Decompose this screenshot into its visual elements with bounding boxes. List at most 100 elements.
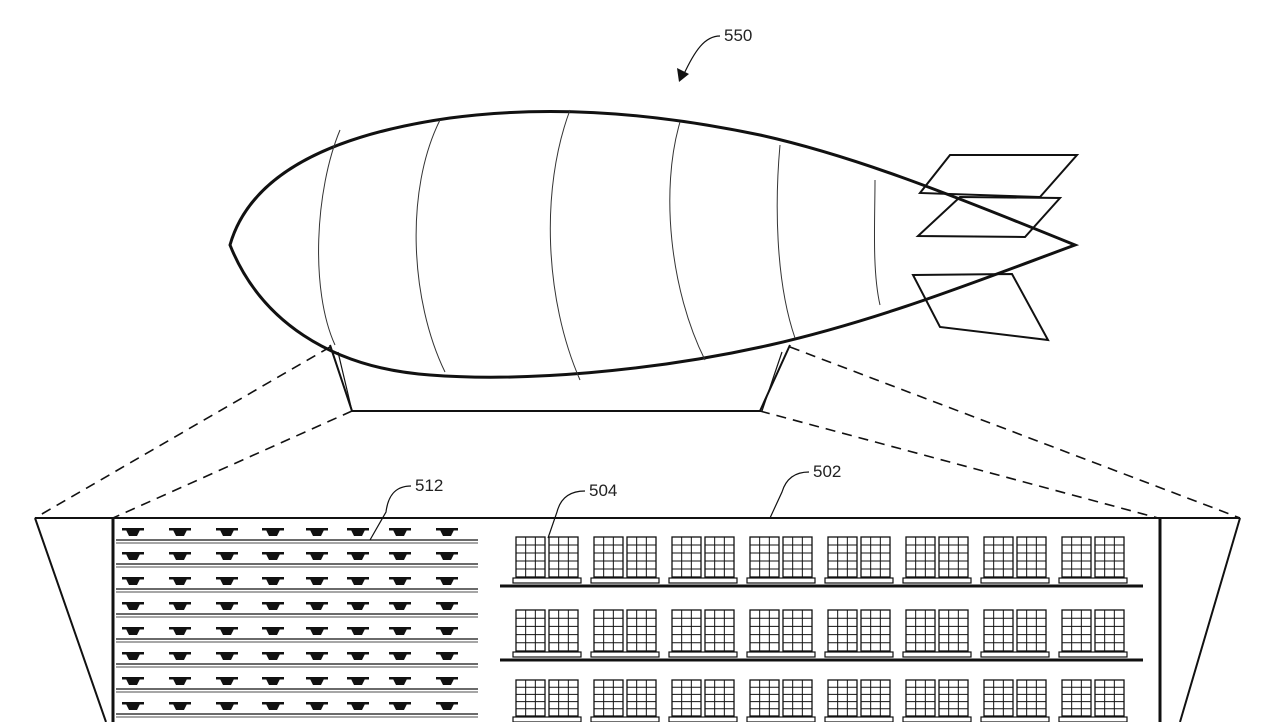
drone-icon — [169, 577, 191, 585]
drone-icon — [389, 577, 411, 585]
label-504-leader — [547, 490, 586, 539]
label-550-leader — [682, 35, 721, 77]
drone-icon — [169, 627, 191, 635]
drone-icon — [216, 702, 238, 710]
drone-icon — [389, 702, 411, 710]
drone-icon — [436, 577, 458, 585]
drone-icon — [122, 602, 144, 610]
label-502: 502 — [769, 462, 841, 519]
inventory-stack — [746, 679, 816, 722]
drone-icon — [169, 702, 191, 710]
drone-icon — [122, 552, 144, 560]
inventory-stack — [1058, 679, 1128, 722]
inventory-stack — [902, 609, 972, 658]
hull-seam-4 — [669, 121, 706, 361]
inventory-stack — [668, 679, 738, 722]
inventory-stack — [902, 536, 972, 584]
label-504-text: 504 — [589, 481, 617, 500]
projection-outer-left — [34, 346, 331, 519]
gondola-inner-left — [337, 351, 353, 412]
inventory-stack — [1058, 609, 1128, 658]
inventory-stack — [824, 536, 894, 584]
drone-icon — [389, 627, 411, 635]
airship — [228, 109, 1080, 412]
hull-seam-6 — [873, 179, 881, 306]
drone-icon — [306, 702, 328, 710]
tail-fin-upper — [917, 154, 1080, 199]
gondola-inner-right — [761, 351, 783, 412]
drone-icon — [262, 602, 284, 610]
drone-icon — [262, 652, 284, 660]
inventory-stack — [902, 679, 972, 722]
inventory-stack — [512, 679, 582, 722]
drone-icon — [347, 528, 369, 536]
drone-icon — [169, 677, 191, 685]
drone-icon — [122, 528, 144, 536]
drone-icon — [306, 677, 328, 685]
projection-inner-left — [112, 410, 353, 519]
projection-outer-right — [789, 346, 1241, 519]
inventory-stack — [980, 536, 1050, 584]
inventory-stack — [590, 609, 660, 658]
drone-icon — [122, 677, 144, 685]
tail-fin-middle — [915, 195, 1063, 239]
tail-fin-lower — [911, 272, 1050, 342]
drone-icon — [216, 528, 238, 536]
hull-seam-2 — [415, 119, 446, 373]
projection-inner-right — [759, 410, 1159, 519]
drone-icon — [347, 552, 369, 560]
inventory-stack — [668, 609, 738, 658]
drone-icon — [122, 652, 144, 660]
drone-icon — [306, 602, 328, 610]
inventory-stack — [980, 679, 1050, 722]
label-512-leader — [369, 485, 412, 541]
drone-storage-area — [116, 528, 478, 718]
drone-icon — [262, 677, 284, 685]
fulfillment-bay — [34, 517, 1241, 722]
hull-seam-5 — [776, 144, 796, 339]
inventory-stack — [746, 536, 816, 584]
inventory-stack — [590, 679, 660, 722]
drone-icon — [347, 677, 369, 685]
drone-icon — [122, 577, 144, 585]
drone-icon — [169, 602, 191, 610]
drone-icon — [389, 528, 411, 536]
drone-icon — [389, 677, 411, 685]
drone-icon — [122, 627, 144, 635]
drone-icon — [347, 702, 369, 710]
inventory-stack — [980, 609, 1050, 658]
inventory-stack — [512, 609, 582, 658]
drone-icon — [347, 652, 369, 660]
bay-right-slant — [1179, 517, 1241, 722]
label-550-text: 550 — [724, 26, 752, 45]
airship-hull — [228, 110, 1080, 379]
inventory-stack — [746, 609, 816, 658]
drone-icon — [216, 577, 238, 585]
projection-lines — [34, 346, 1241, 519]
inventory-stack — [668, 536, 738, 584]
drone-icon — [389, 552, 411, 560]
label-502-text: 502 — [813, 462, 841, 481]
label-550-arrowhead — [677, 68, 689, 82]
hull-seam-1 — [318, 129, 341, 346]
drone-icon — [262, 528, 284, 536]
drone-icon — [122, 702, 144, 710]
drone-icon — [262, 702, 284, 710]
inventory-stack — [512, 536, 582, 584]
label-512: 512 — [369, 476, 443, 541]
gondola — [329, 344, 791, 412]
inventory-stack — [824, 679, 894, 722]
drone-icon — [262, 577, 284, 585]
inventory-storage-area — [500, 536, 1143, 722]
drone-icon — [436, 528, 458, 536]
drone-icon — [306, 528, 328, 536]
drone-icon — [169, 552, 191, 560]
drone-icon — [347, 602, 369, 610]
label-504: 504 — [547, 481, 617, 539]
drone-icon — [216, 627, 238, 635]
drone-icon — [389, 652, 411, 660]
label-550: 550 — [677, 26, 752, 82]
drone-icon — [436, 552, 458, 560]
drone-icon — [436, 652, 458, 660]
